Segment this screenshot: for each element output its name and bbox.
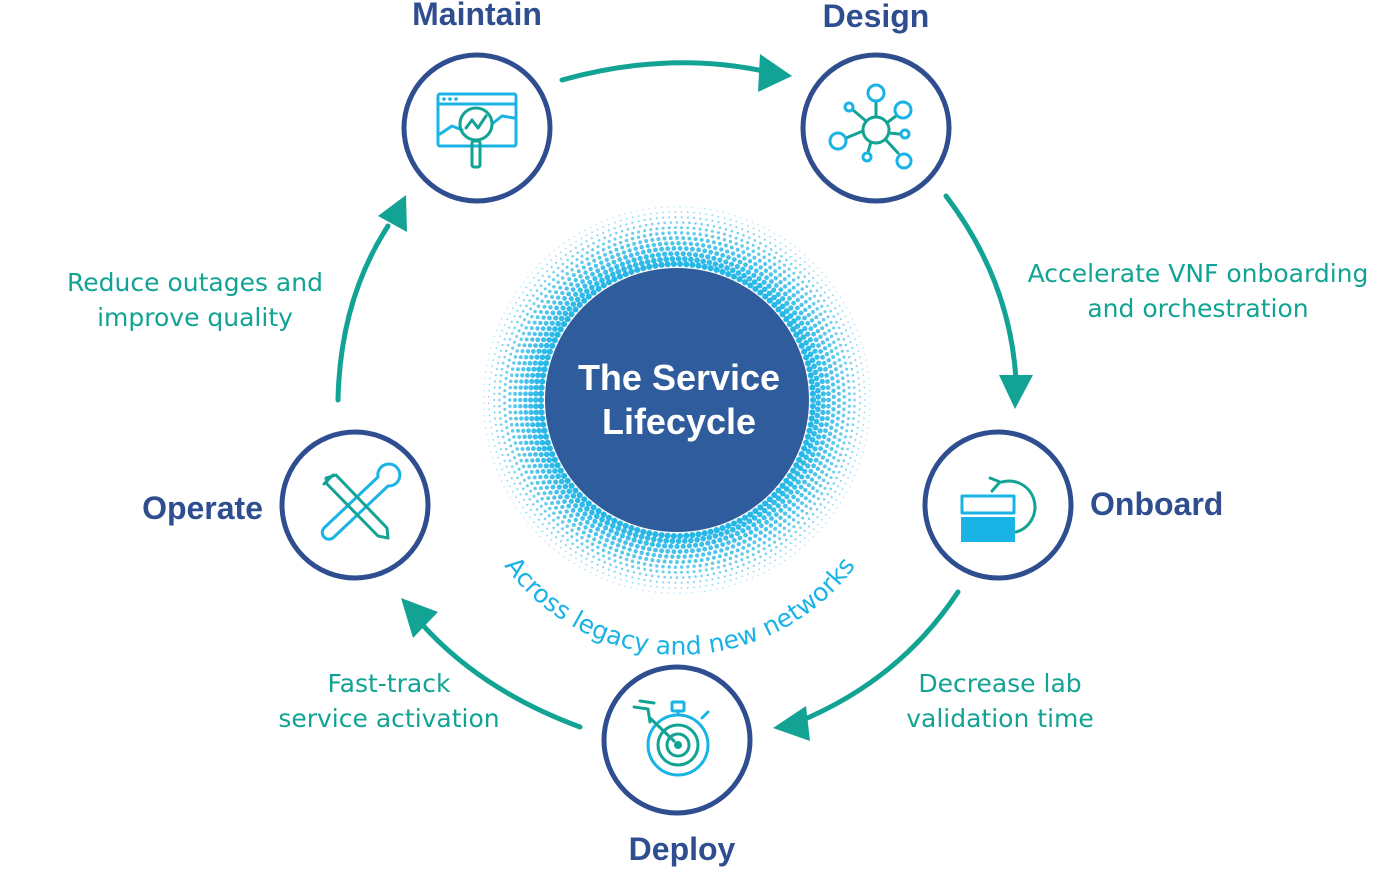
- center-title-line2: Lifecycle: [602, 401, 756, 442]
- stage-label-maintain: Maintain: [412, 0, 542, 32]
- cycle-boxes-icon: [960, 476, 1037, 542]
- arrowhead-maintain: [378, 195, 407, 232]
- arc-design-to-onboard: [943, 193, 1019, 383]
- arc-operate-to-maintain: [335, 223, 391, 403]
- stage-operate: [279, 429, 431, 581]
- benefit-operate-maintain-line1: Reduce outages and: [67, 268, 323, 297]
- arrowhead-deploy: [773, 706, 810, 741]
- wrench-pencil-icon: [320, 462, 402, 541]
- arrowhead-operate: [401, 598, 438, 638]
- benefit-deploy-operate-line1: Fast-track: [328, 669, 451, 698]
- stage-onboard: [922, 429, 1074, 581]
- arc-deploy-to-operate: [417, 619, 583, 730]
- stage-label-operate: Operate: [142, 490, 263, 526]
- benefit-design-onboard-line1: Accelerate VNF onboarding: [1028, 259, 1369, 288]
- arrowhead-onboard: [999, 375, 1033, 409]
- arc-maintain-to-design: [559, 60, 771, 83]
- monitor-magnifier-icon: [436, 92, 518, 169]
- center-circle: [545, 268, 809, 532]
- stage-label-onboard: Onboard: [1090, 486, 1223, 522]
- center-subtitle-path: Across legacy and new networks: [499, 551, 860, 660]
- arc-onboard-to-deploy: [795, 589, 961, 725]
- benefit-operate-maintain-line2: improve quality: [97, 303, 293, 332]
- stage-maintain: [401, 52, 553, 204]
- arrowhead-design: [758, 54, 792, 92]
- dotted-halo: [483, 206, 871, 594]
- center-subtitle: Across legacy and new networks: [499, 551, 860, 660]
- center-title-line1: The Service: [578, 357, 780, 398]
- stage-design: [800, 52, 952, 204]
- target-stopwatch-icon: [632, 699, 710, 777]
- benefit-design-onboard-line2: and orchestration: [1087, 294, 1308, 323]
- stage-label-deploy: Deploy: [629, 831, 736, 867]
- benefit-onboard-deploy-line1: Decrease lab: [918, 669, 1081, 698]
- benefit-onboard-deploy-line2: validation time: [906, 704, 1094, 733]
- network-nodes-icon: [828, 83, 913, 170]
- benefit-deploy-operate-line2: service activation: [278, 704, 499, 733]
- stage-deploy: [601, 664, 753, 816]
- stage-label-design: Design: [823, 0, 930, 34]
